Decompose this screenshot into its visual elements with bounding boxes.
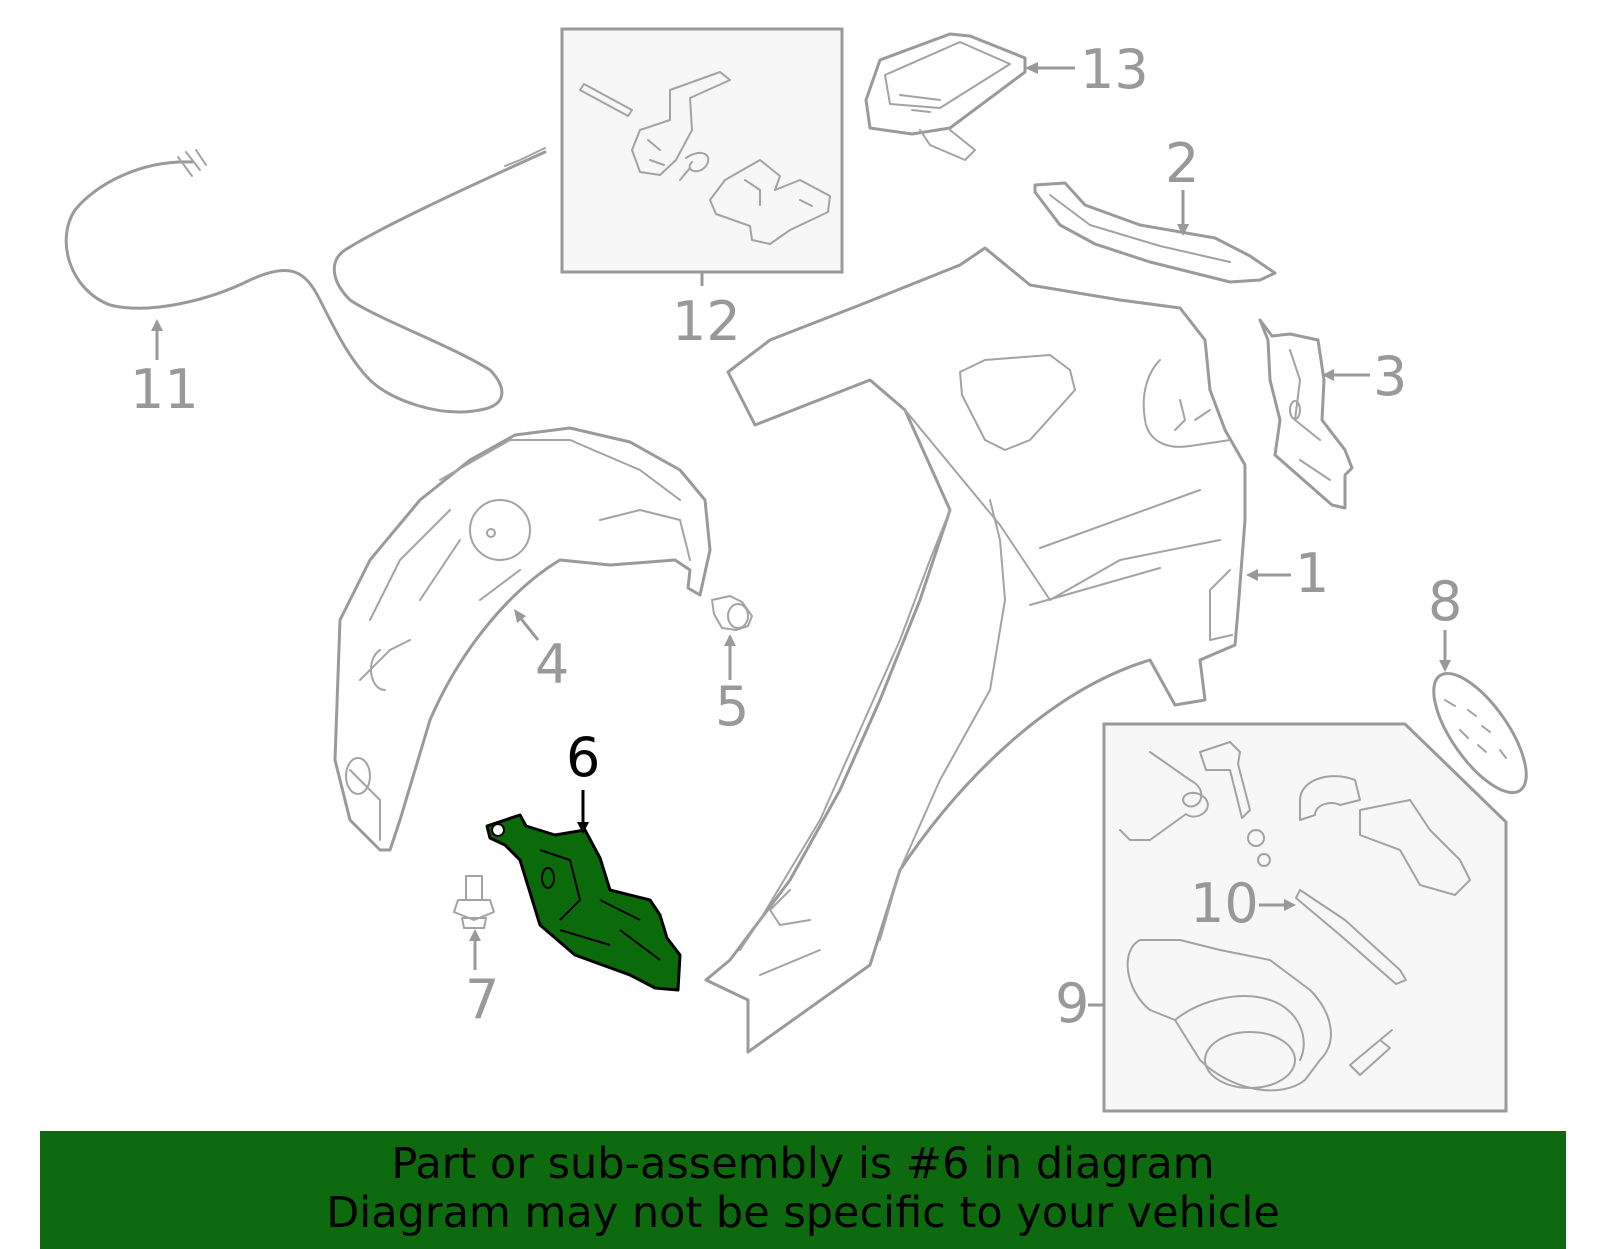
part-13	[864, 32, 1027, 161]
part-5	[711, 595, 753, 631]
callout-2: 2	[1165, 132, 1199, 195]
part-1	[704, 246, 1247, 1054]
info-banner: Part or sub-assembly is #6 in diagram Di…	[40, 1131, 1566, 1249]
callout-13: 13	[1080, 38, 1149, 101]
callout-9: 9	[1055, 972, 1089, 1035]
part-11	[64, 147, 547, 414]
callout-labels: 13 2 3 1 4 5 6 7 8 9 10 11 12	[130, 38, 1462, 1035]
callout-10: 10	[1190, 872, 1259, 935]
part-3	[1258, 318, 1354, 510]
leader-lines	[151, 62, 1451, 970]
callout-6: 6	[566, 726, 600, 789]
callout-4: 4	[535, 633, 569, 696]
callout-1: 1	[1295, 542, 1329, 605]
callout-7: 7	[465, 968, 499, 1031]
banner-line-2: Diagram may not be specific to your vehi…	[326, 1188, 1280, 1238]
part-2	[1033, 181, 1277, 284]
callout-11: 11	[130, 358, 199, 421]
callout-8: 8	[1428, 570, 1462, 633]
part-4	[333, 426, 712, 852]
part-9-inset	[1088, 722, 1508, 1113]
banner-line-1: Part or sub-assembly is #6 in diagram	[391, 1139, 1215, 1189]
part-6	[485, 813, 682, 992]
part-8	[1432, 671, 1528, 795]
callout-12: 12	[672, 290, 741, 353]
callout-3: 3	[1373, 345, 1407, 408]
part-12-inset	[560, 27, 844, 286]
part-7	[453, 875, 495, 929]
callout-5: 5	[715, 675, 749, 738]
